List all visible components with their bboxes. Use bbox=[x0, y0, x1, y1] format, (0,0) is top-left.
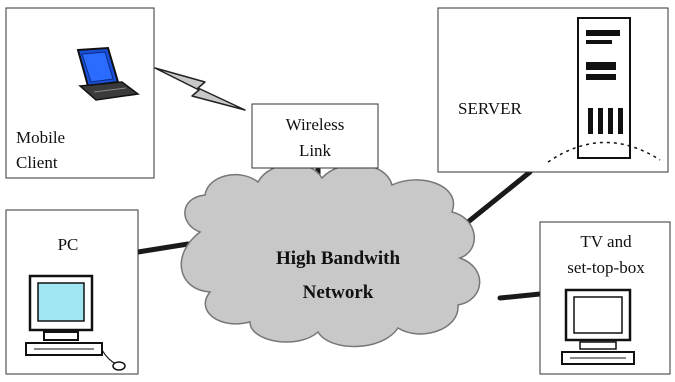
wireless-link-label-line1: Wireless bbox=[286, 115, 345, 134]
server-tower-icon bbox=[547, 17, 661, 163]
mobile-client-node: Mobile Client bbox=[5, 7, 155, 179]
link-tv-network bbox=[497, 291, 543, 301]
server-node: SERVER bbox=[437, 7, 669, 173]
mobile-client-label-line1: Mobile bbox=[16, 128, 65, 147]
link-server-network bbox=[465, 169, 533, 225]
server-label: SERVER bbox=[458, 99, 522, 118]
desktop-computer-icon bbox=[25, 274, 126, 371]
wireless-link-label-line2: Link bbox=[299, 141, 332, 160]
laptop-icon bbox=[76, 46, 140, 101]
tv-node: TV and set-top-box bbox=[539, 221, 671, 375]
network-cloud: High Bandwith Network bbox=[180, 163, 481, 348]
pc-node: PC bbox=[5, 209, 139, 375]
link-pc-network bbox=[135, 241, 191, 255]
tv-label-line1: TV and bbox=[580, 232, 632, 251]
pc-label: PC bbox=[58, 235, 79, 254]
wireless-link-node: Wireless Link bbox=[251, 103, 379, 169]
mobile-client-label-line2: Client bbox=[16, 153, 58, 172]
tv-label-line2: set-top-box bbox=[567, 258, 645, 277]
wireless-signal-icon bbox=[154, 67, 246, 111]
tv-icon bbox=[561, 288, 635, 365]
network-label-line2: Network bbox=[303, 282, 374, 303]
network-label-line1: High Bandwith bbox=[276, 248, 401, 269]
